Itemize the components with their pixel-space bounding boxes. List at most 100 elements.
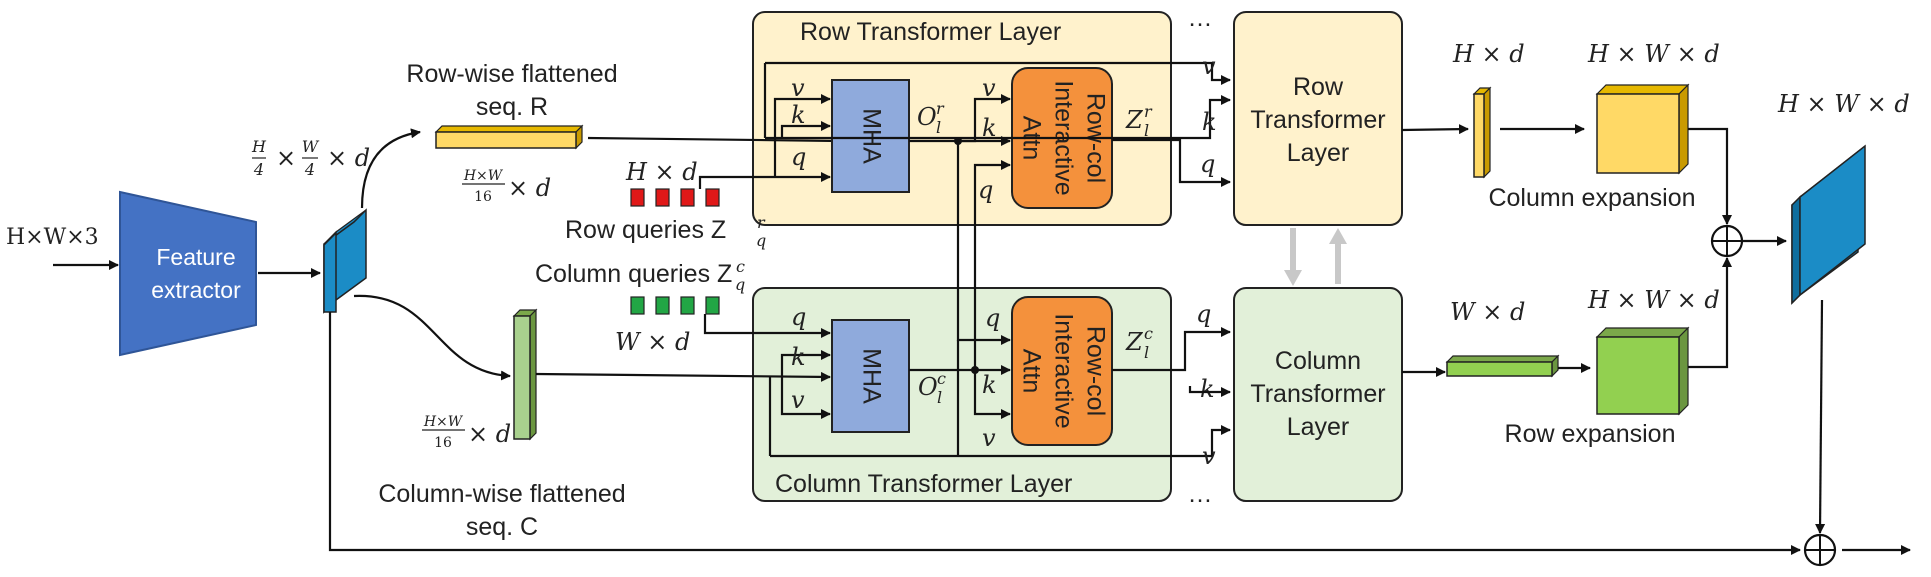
column-transformer-block xyxy=(1233,287,1403,502)
row-mha-v: v xyxy=(791,74,805,102)
row-seq-title-1: Row-wise flattened xyxy=(406,60,617,88)
svg-text:Column queries Z: Column queries Z xyxy=(535,260,732,288)
svg-text:O: O xyxy=(918,373,938,401)
svg-text:c: c xyxy=(937,369,946,388)
row-mha-label: MHA xyxy=(857,108,885,164)
col-expand-dims: H × W × d xyxy=(1587,286,1720,314)
col-mha-k: k xyxy=(791,343,806,371)
row-out-vector xyxy=(1472,86,1492,179)
svg-text:4: 4 xyxy=(304,160,315,179)
col-block-q: q xyxy=(1196,300,1211,328)
output-map xyxy=(1791,144,1866,305)
sum-node-final xyxy=(1803,533,1837,567)
svg-text:r: r xyxy=(936,99,945,118)
col-mha-q: q xyxy=(791,303,806,331)
feature-extractor-line1: Feature xyxy=(156,244,235,270)
svg-text:16: 16 xyxy=(434,435,452,451)
svg-text:q: q xyxy=(735,275,745,294)
feature-extractor xyxy=(119,190,257,357)
row-transformer-line2: Transformer xyxy=(1250,106,1385,134)
column-layer-title: Column Transformer Layer xyxy=(775,470,1072,498)
svg-text:Z: Z xyxy=(1125,328,1144,356)
row-z-label: Z r l xyxy=(1125,102,1153,140)
row-mha-block xyxy=(831,79,910,193)
svg-text:W: W xyxy=(302,137,320,156)
col-out-dims: W × d xyxy=(1450,298,1525,326)
output-dims: H × W × d xyxy=(1777,90,1910,118)
col-seq-title-2: seq. C xyxy=(466,513,538,541)
row-query-tokens xyxy=(630,188,720,207)
row-block-v: v xyxy=(1202,52,1216,80)
col-block-v: v xyxy=(1202,442,1216,470)
svg-text:H×W: H×W xyxy=(463,168,504,184)
svg-text:l: l xyxy=(1144,121,1149,140)
svg-text:q: q xyxy=(756,231,766,250)
svg-text:r: r xyxy=(757,213,766,232)
svg-text:l: l xyxy=(937,388,942,407)
col-attn-v: v xyxy=(982,424,996,452)
input-dims: H×W×3 xyxy=(6,225,99,250)
row-o-label: O r l xyxy=(917,99,945,137)
svg-text:16: 16 xyxy=(474,189,492,205)
column-expansion-label: Column expansion xyxy=(1488,184,1695,212)
row-seq-title-2: seq. R xyxy=(476,93,548,121)
svg-text:× d: × d xyxy=(468,420,511,448)
row-expand-dims: H × W × d xyxy=(1587,40,1720,68)
row-attn-q: q xyxy=(978,176,993,204)
svg-text:Z: Z xyxy=(1125,106,1144,134)
col-mha-v: v xyxy=(791,386,805,414)
svg-text:× d: × d xyxy=(327,144,370,172)
col-seq-dims: H×W 16 × d xyxy=(422,414,511,451)
feature-extractor-line2: extractor xyxy=(151,277,241,303)
col-queries-label: Column queries Z c q xyxy=(535,257,745,294)
svg-text:O: O xyxy=(917,103,937,131)
row-attn-v: v xyxy=(982,74,996,102)
row-out-dims: H × d xyxy=(1452,40,1525,68)
row-block-q: q xyxy=(1200,150,1215,178)
col-expanded-map xyxy=(1595,326,1690,416)
col-seq-title-1: Column-wise flattened xyxy=(378,480,625,508)
svg-text:r: r xyxy=(1144,102,1153,121)
col-out-vector xyxy=(1445,354,1560,378)
row-block-k: k xyxy=(1202,108,1217,136)
svg-text:× d: × d xyxy=(508,174,551,202)
svg-text:Row-col: Row-col xyxy=(1081,326,1109,416)
svg-text:H: H xyxy=(251,137,267,156)
col-o-label: O c l xyxy=(918,369,946,407)
row-attn-k: k xyxy=(982,114,997,142)
row-expanded-map xyxy=(1595,83,1690,175)
col-attn-k: k xyxy=(982,371,997,399)
row-mha-k: k xyxy=(791,101,806,129)
row-layer-title: Row Transformer Layer xyxy=(800,18,1061,46)
col-attn-q: q xyxy=(985,304,1000,332)
col-interactive-attn-label: Row-col Interactive Attn xyxy=(1017,313,1109,428)
row-mha-q: q xyxy=(791,143,806,171)
feature-map xyxy=(323,208,367,314)
inter-block-arrows xyxy=(1284,228,1347,286)
col-seq-block xyxy=(512,308,538,441)
row-transformer-line3: Layer xyxy=(1287,139,1350,167)
row-queries-label: Row queries Z r q xyxy=(565,213,766,250)
svg-text:c: c xyxy=(1144,324,1153,343)
svg-text:l: l xyxy=(936,118,941,137)
feature-map-dims: H 4 × W 4 × d xyxy=(251,137,370,179)
row-seq-block xyxy=(434,124,584,150)
col-mha-label: MHA xyxy=(857,348,885,404)
sum-node-middle xyxy=(1710,224,1744,258)
ellipsis-bottom: … xyxy=(1188,480,1213,508)
column-transformer-line3: Layer xyxy=(1287,413,1350,441)
svg-text:Row queries Z: Row queries Z xyxy=(565,216,726,244)
svg-text:l: l xyxy=(1144,343,1149,362)
col-block-k: k xyxy=(1200,375,1215,403)
column-transformer-line2: Transformer xyxy=(1250,380,1385,408)
svg-text:c: c xyxy=(736,257,745,276)
svg-text:Interactive: Interactive xyxy=(1049,313,1077,428)
row-transformer-block xyxy=(1233,11,1403,226)
svg-text:×: × xyxy=(276,144,296,172)
col-mha-block xyxy=(831,319,910,433)
col-query-tokens xyxy=(630,296,720,315)
row-transformer-line1: Row xyxy=(1293,73,1344,101)
row-seq-dims: H×W 16 × d xyxy=(462,168,551,205)
col-z-label: Z c l xyxy=(1125,324,1153,362)
